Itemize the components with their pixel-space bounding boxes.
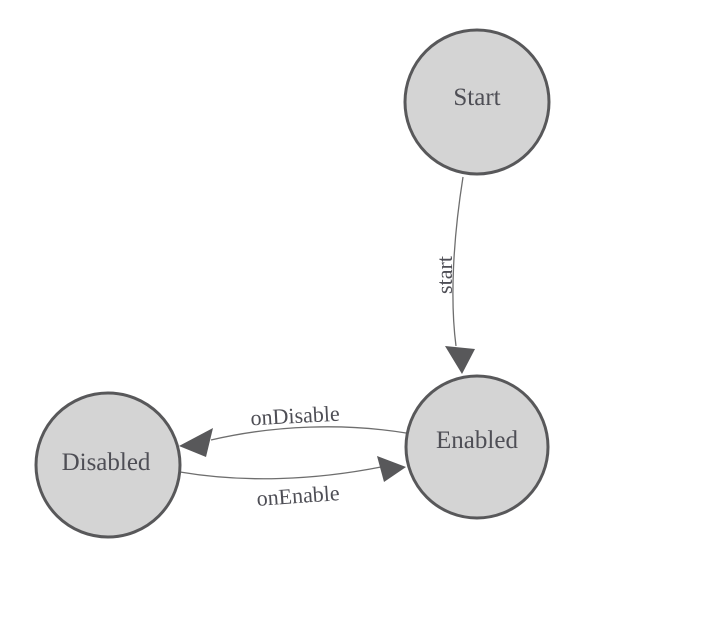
edge-disabled-to-enabled-line (179, 466, 382, 480)
edge-enabled-to-disabled: onDisable (179, 401, 407, 457)
enabled-node-label: Enabled (436, 427, 518, 454)
edge-label-start: start (432, 256, 457, 294)
start-node-label: Start (453, 84, 500, 111)
disabled-node-circle (34, 391, 182, 539)
start-node-circle (403, 28, 551, 176)
edge-label-onenable: onEnable (256, 480, 341, 511)
state-node-disabled: Disabled (34, 391, 182, 539)
arrowhead-into-enabled-top (445, 346, 475, 374)
arrowhead-into-disabled-right (179, 428, 213, 457)
edge-disabled-to-enabled: onEnable (179, 456, 406, 511)
edge-start-to-enabled: start (432, 176, 475, 374)
state-node-enabled: Enabled (404, 374, 550, 520)
enabled-node-circle (404, 374, 550, 520)
edge-label-ondisable: onDisable (250, 401, 340, 431)
state-node-start: Start (403, 28, 551, 176)
arrowhead-into-enabled-left (377, 456, 406, 482)
edge-enabled-to-disabled-line (210, 426, 407, 441)
edge-start-to-enabled-line (452, 176, 464, 347)
disabled-node-label: Disabled (62, 449, 151, 476)
